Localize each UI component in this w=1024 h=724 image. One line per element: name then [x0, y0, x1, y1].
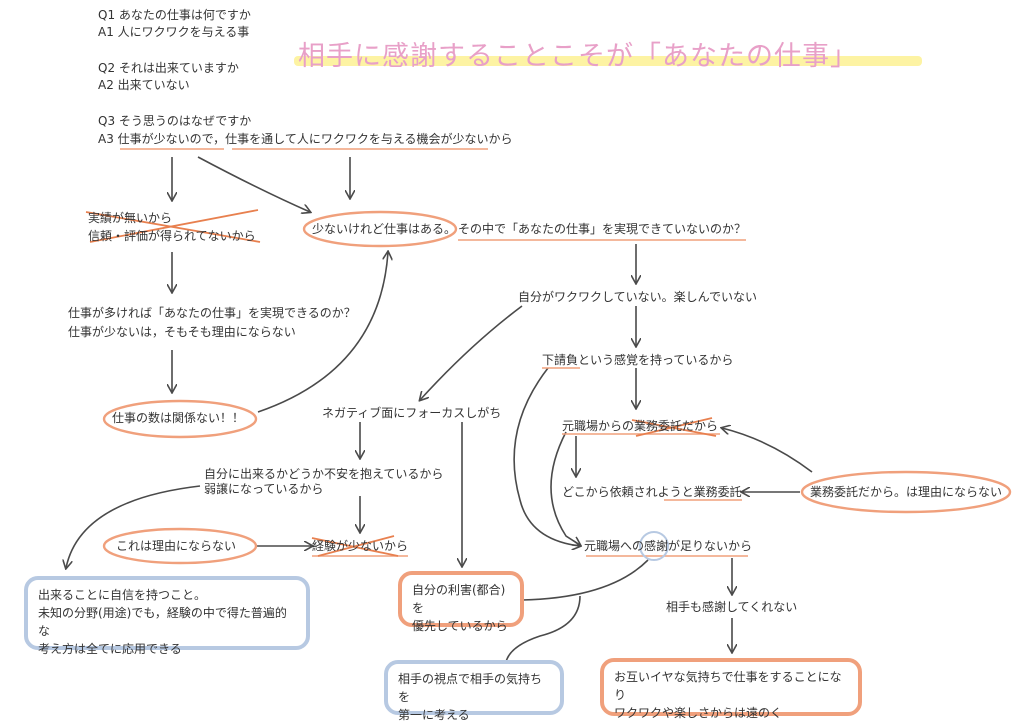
- node-achievement-1: 実績が無いから: [88, 211, 173, 225]
- oval-workcount: [102, 399, 258, 439]
- oval-notreason: [102, 527, 258, 565]
- box-confidence-line-1: 出来ることに自信を持つこと。: [38, 588, 207, 602]
- title-highlight: [294, 56, 922, 66]
- box-confidence-line-2: 未知の分野(用途)でも，経験の中で得た普遍的な: [38, 606, 287, 638]
- node-not-excited: 自分がワクワクしていない。楽しんでいない: [518, 290, 758, 304]
- answer-1: A1 人にワクワクを与える事: [98, 25, 250, 39]
- node-achievement-2: 信頼・評価が得られてないから: [88, 229, 256, 243]
- node-gratitude: 元職場への感謝が足りないから: [584, 539, 753, 553]
- node-not-reason: これは理由にならない: [116, 539, 237, 553]
- question-2: Q2 それは出来ていますか: [98, 61, 239, 75]
- oval-notreasonbiz: [800, 470, 1012, 514]
- node-anxiety-1: 自分に出来るかどうか不安を抱えているから: [204, 467, 444, 481]
- crossout-formerjob-b: [635, 417, 713, 437]
- node-central-oval: 少ないけれど仕事はある。: [312, 222, 457, 236]
- node-anxiety-2: 弱譲になっているから: [204, 482, 324, 496]
- box-self-interest: 自分の利害(都合)を 優先しているから: [398, 571, 524, 633]
- node-former-job: 元職場からの業務委託だから: [562, 419, 719, 433]
- arrow-notexcited-negative: [420, 305, 523, 400]
- question-3: Q3 そう思うのはなぜですか: [98, 114, 252, 128]
- arrow-anxiety-confidence: [66, 485, 201, 568]
- arrow-a3-central: [197, 156, 310, 212]
- box-self-interest-line-1: 自分の利害(都合)を: [412, 583, 506, 615]
- box-mutual-line-2: ワクワクや楽しさからは遠のく: [614, 706, 783, 720]
- node-work-count: 仕事の数は関係ない！！: [112, 411, 245, 425]
- arrow-subcontract-gratitude: [513, 367, 580, 546]
- node-any-request: どこから依頼されようと業務委託: [562, 485, 742, 499]
- node-no-experience: 経験が少ないから: [312, 539, 409, 553]
- node-more-work-1: 仕事が多ければ「あなたの仕事」を実現できるのか？: [68, 306, 356, 320]
- page-title: 相手に感謝することこそが「あなたの仕事」: [298, 41, 858, 72]
- box-self-interest-line-2: 優先しているから: [412, 619, 508, 633]
- answer-3: A3 仕事が少ないので，仕事を通して人にワクワクを与える機会が少ないから: [98, 132, 513, 146]
- crossout-achievement-b: [89, 209, 259, 243]
- node-subcontract: 下請負という感覚を持っているから: [542, 353, 734, 367]
- box-confidence-line-3: 考え方は全てに応用できる: [38, 642, 182, 656]
- box-confidence: 出来ることに自信を持つこと。 未知の分野(用途)でも，経験の中で得た普遍的な 考…: [24, 576, 310, 656]
- circle-gratitude: [639, 531, 669, 561]
- line-gratitude-selfinterest: [521, 559, 649, 601]
- box-viewpoint: 相手の視点で相手の気持ちを 第一に考える: [384, 660, 564, 722]
- box-viewpoint-line-2: 第一に考える: [398, 708, 470, 722]
- arrow-notreasonbiz-formerjob: [722, 428, 813, 473]
- oval-central: [302, 210, 458, 248]
- node-central-rest: その中で「あなたの仕事」を実現できていないのか？: [458, 222, 747, 236]
- line-branch-viewpoint: [505, 595, 581, 663]
- box-mutual: お互いイヤな気持ちで仕事をすることになり ワクワクや楽しさからは遠のく: [600, 658, 862, 720]
- node-negative: ネガティブ面にフォーカスしがち: [322, 406, 502, 420]
- node-partner-no-thanks: 相手も感謝してくれない: [666, 600, 798, 614]
- crossout-noexperience-b: [317, 535, 395, 557]
- arrow-workcount-central: [257, 252, 388, 413]
- answer-2: A2 出来ていない: [98, 78, 190, 92]
- node-more-work-2: 仕事が少ないは，そもそも理由にならない: [68, 325, 296, 339]
- question-1: Q1 あなたの仕事は何ですか: [98, 8, 251, 22]
- crossout-formerjob-a: [631, 419, 717, 437]
- node-not-reason-biz: 業務委託だから。は理由にならない: [810, 485, 1003, 499]
- arrow-formerjob-gratitude: [550, 431, 580, 545]
- box-viewpoint-line-1: 相手の視点で相手の気持ちを: [398, 672, 543, 704]
- box-mutual-line-1: お互いイヤな気持ちで仕事をすることになり: [614, 670, 842, 702]
